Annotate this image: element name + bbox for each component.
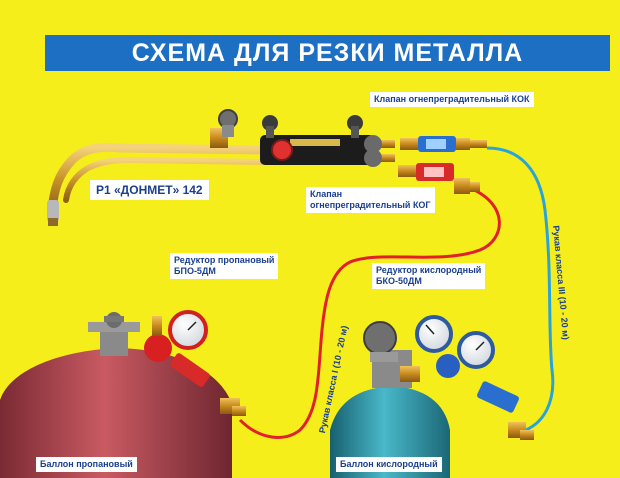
label-reducer-oxygen: Редуктор кислородный БКО-50ДМ	[372, 263, 486, 289]
label-valve-kog: Клапан огнепреградительный КОГ	[306, 187, 435, 213]
label-reducer-propane-line1: Редуктор пропановый	[174, 255, 275, 265]
label-reducer-propane: Редуктор пропановый БПО-5ДМ	[170, 253, 279, 279]
label-reducer-oxygen-line1: Редуктор кислородный	[376, 265, 482, 275]
cutting-torch	[47, 109, 395, 226]
valve-kok	[400, 136, 487, 152]
blue-hose	[486, 146, 555, 434]
valve-kog	[398, 163, 480, 194]
label-reducer-oxygen-line2: БКО-50ДМ	[376, 276, 422, 286]
label-valve-kok: Клапан огнепреградительный КОК	[370, 92, 534, 107]
label-cylinder-propane: Баллон пропановый	[36, 457, 137, 472]
page-title: СХЕМА ДЛЯ РЕЗКИ МЕТАЛЛА	[131, 39, 524, 67]
red-hose-oxygen	[238, 186, 501, 439]
label-cylinder-oxygen: Баллон кислородный	[336, 457, 442, 472]
label-valve-kog-line1: Клапан	[310, 189, 343, 199]
propane-cylinder	[0, 310, 246, 478]
title-banner: СХЕМА ДЛЯ РЕЗКИ МЕТАЛЛА	[45, 35, 610, 71]
label-reducer-propane-line2: БПО-5ДМ	[174, 266, 216, 276]
label-torch: Р1 «ДОНМЕТ» 142	[90, 180, 209, 200]
oxygen-cylinder	[330, 315, 534, 478]
label-valve-kog-line2: огнепреградительный КОГ	[310, 200, 431, 210]
